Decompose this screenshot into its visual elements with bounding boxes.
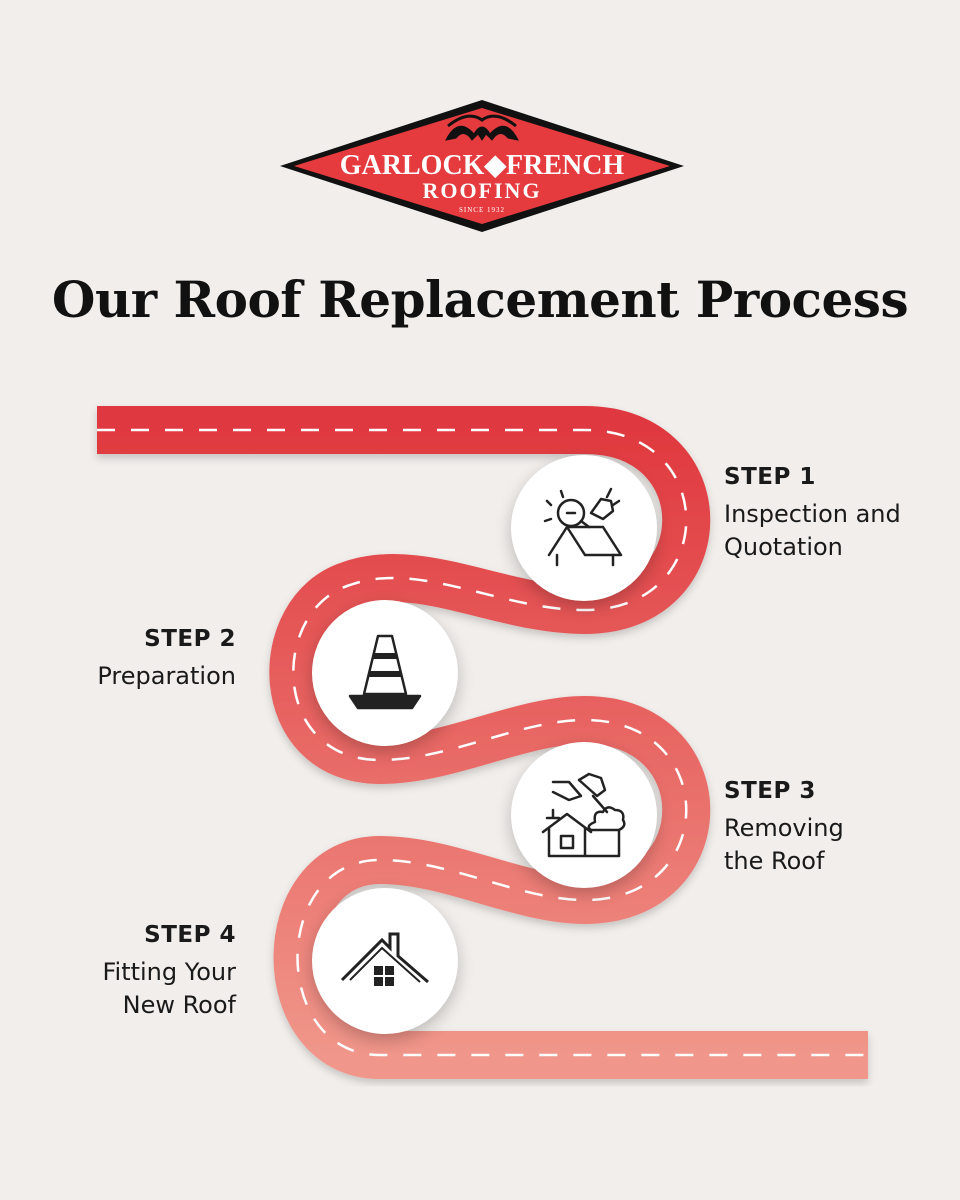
step-3-number: STEP 3	[724, 778, 816, 804]
step-2-number: STEP 2	[144, 626, 236, 652]
step-3-label: Removing the Roof	[724, 814, 844, 875]
step-3-icon-circle	[511, 742, 657, 888]
step-2: STEP 2 Preparation	[40, 626, 236, 693]
roof-removal-icon	[541, 772, 626, 858]
step-4-label: Fitting Your New Roof	[102, 958, 236, 1019]
inspection-icon	[543, 487, 623, 567]
logo-emblem	[445, 114, 519, 141]
step-1-number: STEP 1	[724, 464, 816, 490]
winding-road	[97, 406, 868, 1079]
step-1-icon-circle	[511, 455, 657, 601]
house-roof-icon	[340, 932, 429, 986]
step-3: STEP 3 Removing the Roof	[724, 778, 844, 878]
step-1-label: Inspection and Quotation	[724, 500, 901, 561]
step-1: STEP 1 Inspection and Quotation	[724, 464, 901, 564]
step-4: STEP 4 Fitting Your New Roof	[30, 922, 236, 1022]
step-2-icon-circle	[312, 600, 458, 746]
logo-since: SINCE 1932	[459, 206, 505, 214]
logo-subname: ROOFING	[422, 178, 541, 203]
page-title: Our Roof Replacement Process	[51, 270, 909, 329]
step-4-icon-circle	[312, 888, 458, 1034]
step-2-label: Preparation	[97, 662, 236, 690]
step-4-number: STEP 4	[144, 922, 236, 948]
company-logo: GARLOCK◆FRENCH ROOFING SINCE 1932	[280, 100, 684, 232]
traffic-cone-icon	[348, 634, 422, 710]
logo-name: GARLOCK◆FRENCH	[340, 150, 625, 181]
